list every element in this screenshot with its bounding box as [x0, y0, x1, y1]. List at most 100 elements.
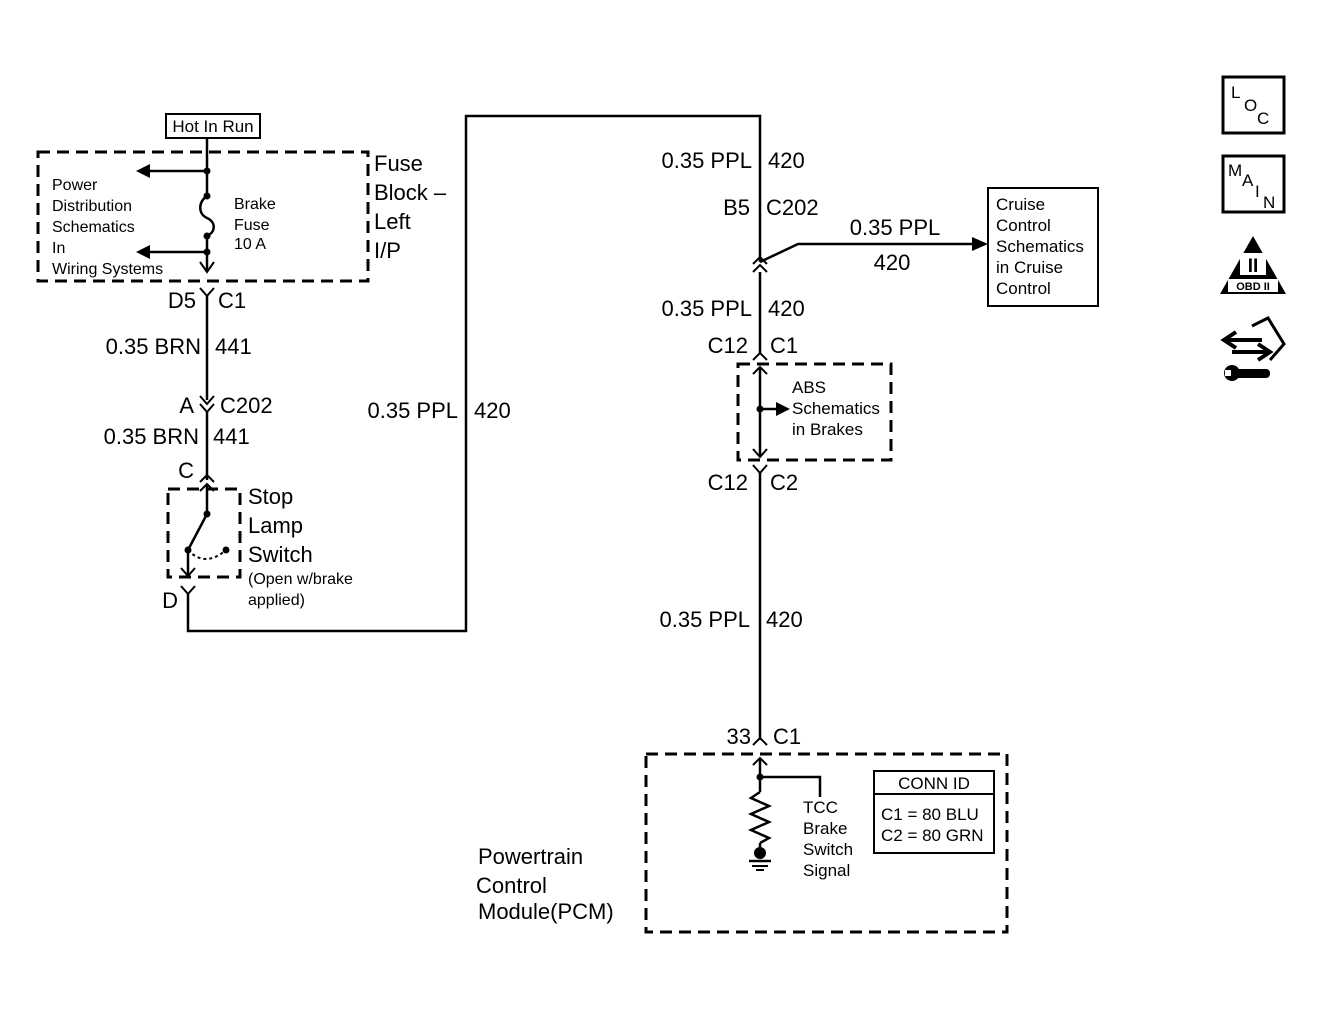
svg-text:Control: Control	[476, 873, 547, 898]
wire-gauge-label: 0.35 BRN	[104, 424, 199, 449]
abs-pin-top: C12	[708, 333, 748, 358]
svg-text:Schematics: Schematics	[996, 237, 1084, 256]
power-dist-arrow-icon	[136, 164, 150, 178]
conn-id-row: C1 = 80 BLU	[881, 805, 979, 824]
cruise-control-box	[987, 187, 1099, 307]
svg-text:ABS: ABS	[792, 378, 826, 397]
wire-circuit-label: 420	[768, 148, 805, 173]
fuse-block-title: Fuse Block – Left I/P	[374, 151, 447, 263]
svg-text:M: M	[1228, 161, 1242, 180]
svg-text:Schematics: Schematics	[792, 399, 880, 418]
wire-gauge-label: 0.35 PPL	[367, 398, 458, 423]
c202-right-id: C202	[766, 195, 819, 220]
svg-text:A: A	[1242, 171, 1254, 190]
pcm-pin: 33	[727, 724, 751, 749]
conn-id-row: C2 = 80 GRN	[881, 826, 984, 845]
svg-text:C: C	[1257, 109, 1269, 128]
wire-circuit-label: 441	[213, 424, 250, 449]
pcm-title: Powertrain Control Module(PCM)	[476, 844, 614, 924]
svg-text:In: In	[52, 240, 65, 257]
svg-text:Module(PCM): Module(PCM)	[478, 899, 614, 924]
hot-in-run-label: Hot In Run	[172, 117, 253, 136]
wire-circuit-label: 420	[766, 607, 803, 632]
power-distribution-label: Power Distribution Schematics In Wiring …	[52, 177, 163, 278]
pcm-conn-id: C1	[773, 724, 801, 749]
wire-circuit-label: 420	[474, 398, 511, 423]
hot-in-run-box	[165, 113, 261, 139]
switch-contact-icon	[186, 513, 209, 551]
wire-gauge-label: 0.35 PPL	[661, 296, 752, 321]
connector-female-icon	[180, 585, 196, 596]
svg-text:I: I	[1255, 182, 1260, 201]
fuse-conn-id: C1	[218, 288, 246, 313]
tcc-signal-label: TCC Brake Switch Signal	[803, 798, 853, 880]
loc-icon[interactable]: L O C	[1221, 75, 1286, 135]
wire-circuit-label: 420	[874, 250, 911, 275]
svg-text:Lamp: Lamp	[248, 513, 303, 538]
abs-label: ABS Schematics in Brakes	[792, 378, 880, 439]
connector-tool-icon[interactable]	[1220, 316, 1286, 381]
connector-male-icon	[199, 473, 215, 483]
fuse-terminal-top	[203, 192, 211, 200]
stop-switch-pin-bottom: D	[162, 588, 178, 613]
connector-male-icon	[752, 736, 768, 746]
svg-text:Fuse: Fuse	[374, 151, 423, 176]
stop-switch-pin-top: C	[178, 458, 194, 483]
connector-male-icon	[752, 351, 768, 361]
svg-text:O: O	[1244, 96, 1257, 115]
stop-lamp-switch-label: Stop Lamp Switch (Open w/brake applied)	[248, 484, 353, 609]
svg-text:Switch: Switch	[803, 840, 853, 859]
svg-text:II: II	[1248, 256, 1259, 277]
svg-text:Signal: Signal	[803, 861, 850, 880]
brake-fuse-label: Brake Fuse 10 A	[234, 196, 276, 253]
conn-id-table	[873, 770, 995, 854]
abs-pin-bottom: C12	[708, 470, 748, 495]
svg-text:I/P: I/P	[374, 238, 401, 263]
brake-fuse-icon	[199, 194, 215, 238]
pcm-outline	[644, 752, 1009, 934]
c202-left-id: C202	[220, 393, 273, 418]
abs-id-bottom: C2	[770, 470, 798, 495]
fuse-terminal-bottom	[203, 232, 211, 240]
resistor-icon	[747, 790, 773, 845]
svg-text:N: N	[1263, 193, 1275, 212]
svg-text:Distribution: Distribution	[52, 198, 132, 215]
wire-gauge-label: 0.35 PPL	[659, 607, 750, 632]
wire-circuit-label: 420	[768, 296, 805, 321]
svg-text:Block –: Block –	[374, 180, 447, 205]
svg-text:(Open w/brake: (Open w/brake	[248, 571, 353, 588]
wire-ppl-420-main	[186, 114, 762, 633]
conn-id-title: CONN ID	[898, 774, 970, 793]
svg-text:Stop: Stop	[248, 484, 293, 509]
wire-gauge-label: 0.35 PPL	[850, 215, 941, 240]
svg-text:OBD II: OBD II	[1236, 281, 1270, 293]
svg-text:in Cruise: in Cruise	[996, 258, 1063, 277]
main-icon[interactable]: M A I N	[1221, 154, 1286, 214]
connector-female-icon	[752, 263, 768, 273]
wire-ppl-420-cruise	[759, 242, 975, 264]
cruise-arrow-icon	[972, 237, 988, 251]
c202-right-pin: B5	[723, 195, 750, 220]
svg-text:Power: Power	[52, 177, 98, 194]
connector-female-icon	[752, 464, 768, 475]
svg-text:Left: Left	[374, 209, 411, 234]
connector-female-icon	[199, 287, 215, 298]
svg-text:Wiring Systems: Wiring Systems	[52, 261, 163, 278]
abs-arrow-icon	[776, 402, 790, 416]
c202-left-pin: A	[179, 393, 194, 418]
svg-text:10 A: 10 A	[234, 236, 266, 253]
svg-text:Brake: Brake	[234, 196, 276, 213]
svg-text:Fuse: Fuse	[234, 217, 270, 234]
abs-id-top: C1	[770, 333, 798, 358]
svg-text:Brake: Brake	[803, 819, 847, 838]
wire-gauge-label: 0.35 BRN	[106, 334, 201, 359]
connector-arrow-icon	[199, 261, 215, 274]
wire-gauge-label: 0.35 PPL	[661, 148, 752, 173]
connector-male-icon	[752, 255, 768, 265]
obd-ii-icon[interactable]: II OBD II	[1220, 236, 1286, 294]
svg-text:applied): applied)	[248, 592, 305, 609]
power-dist-arrow-icon	[136, 245, 150, 259]
wire-circuit-label: 441	[215, 334, 252, 359]
ground-icon	[754, 847, 766, 859]
